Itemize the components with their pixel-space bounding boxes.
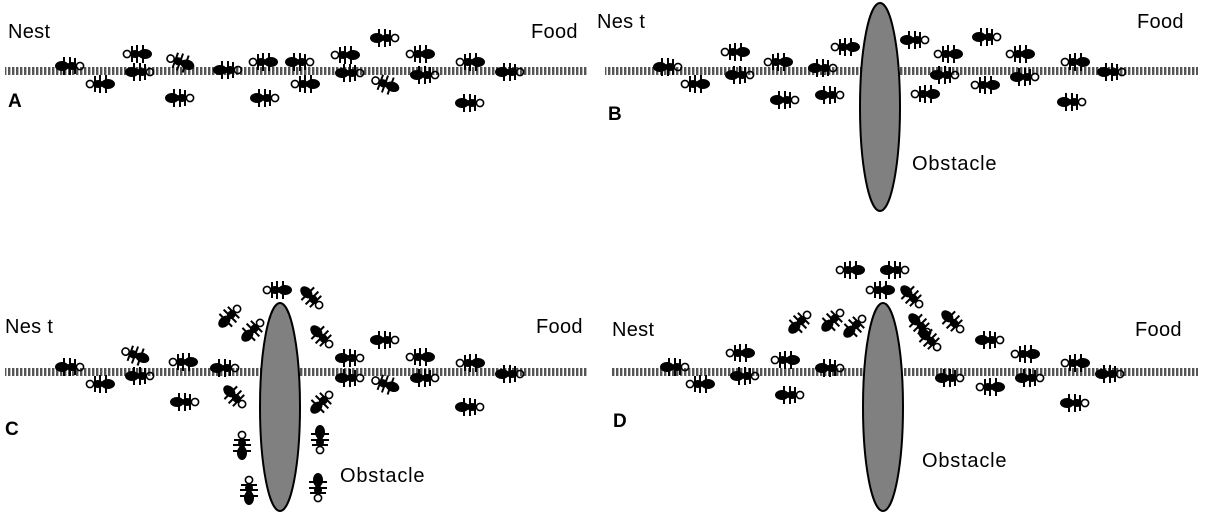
ant-icon: [369, 330, 400, 350]
ant-icon: [290, 74, 321, 94]
panel-letter-c: C: [5, 419, 19, 440]
panel-d: Nest Food D Obstacle: [612, 260, 1198, 512]
nest-label-b: Nes t: [597, 11, 645, 33]
ant-icon: [334, 348, 365, 368]
ant-icon: [879, 260, 910, 280]
ant-icon: [405, 347, 436, 367]
ant-icon: [774, 385, 805, 405]
ant-icon: [933, 44, 964, 64]
nest-label-d: Nest: [612, 319, 654, 341]
panel-b: Nes t Food B Obstacle: [597, 2, 1198, 212]
ant-icon: [769, 90, 800, 110]
ant-icon: [85, 74, 116, 94]
ant-icon: [169, 392, 200, 412]
food-label-c: Food: [536, 316, 583, 338]
ant-icon: [1059, 393, 1090, 413]
ant-icon: [720, 42, 751, 62]
ant-icon: [164, 88, 195, 108]
ant-icon: [894, 279, 929, 314]
ant-icon: [122, 44, 153, 64]
ant-icon: [454, 93, 485, 113]
ant-icon: [974, 330, 1005, 350]
ant-icon: [770, 350, 801, 370]
panel-letter-a: A: [8, 91, 22, 112]
ant-icon: [1056, 92, 1087, 112]
ant-icon: [830, 37, 861, 57]
ant-icon: [212, 299, 247, 334]
ant-icon: [249, 88, 280, 108]
obstacle-label-b: Obstacle: [912, 153, 997, 175]
ant-icon: [680, 74, 711, 94]
ant-icon: [1010, 344, 1041, 364]
ant-icon: [308, 472, 328, 503]
ant-icon: [970, 75, 1001, 95]
ant-icon: [971, 27, 1002, 47]
ant-icon: [369, 28, 400, 48]
ant-icon: [865, 280, 896, 300]
ant-icon: [85, 374, 116, 394]
ant-icon: [294, 280, 329, 315]
ant-icon: [310, 424, 330, 455]
food-label-b: Food: [1137, 11, 1184, 33]
ant-icon: [835, 260, 866, 280]
ant-icon: [899, 30, 930, 50]
ant-icon: [910, 84, 941, 104]
nest-label-c: Nes t: [5, 316, 53, 338]
ant-icon: [330, 45, 361, 65]
ant-icon: [239, 475, 259, 506]
ant-icon: [685, 374, 716, 394]
ant-icon: [232, 430, 252, 461]
trail-b: [605, 67, 1198, 75]
ant-icon: [814, 85, 845, 105]
panel-c: Nes t Food C Obstacle: [5, 280, 588, 512]
trail-a: [5, 67, 588, 75]
ant-icon: [935, 304, 970, 339]
panel-letter-d: D: [613, 411, 627, 432]
ant-icon: [405, 44, 436, 64]
ant-icon: [1005, 44, 1036, 64]
obstacle-c: [259, 302, 301, 512]
food-label-a: Food: [531, 21, 578, 43]
ant-icon: [725, 343, 756, 363]
ant-icon: [304, 319, 339, 354]
panel-a: Nest Food A: [5, 21, 588, 113]
panel-letter-b: B: [608, 104, 622, 125]
ant-icon: [118, 340, 154, 370]
obstacle-d: [862, 302, 904, 512]
trail-d: [612, 368, 1198, 376]
obstacle-label-d: Obstacle: [922, 450, 1007, 472]
obstacle-label-c: Obstacle: [340, 465, 425, 487]
nest-label-a: Nest: [8, 21, 50, 43]
ant-icon: [217, 379, 252, 414]
ant-icon: [262, 280, 293, 300]
obstacle-b: [859, 2, 901, 212]
ant-icon: [304, 385, 339, 420]
ant-icon: [782, 305, 817, 340]
ant-icon: [975, 377, 1006, 397]
ant-icon: [454, 397, 485, 417]
food-label-d: Food: [1135, 319, 1182, 341]
